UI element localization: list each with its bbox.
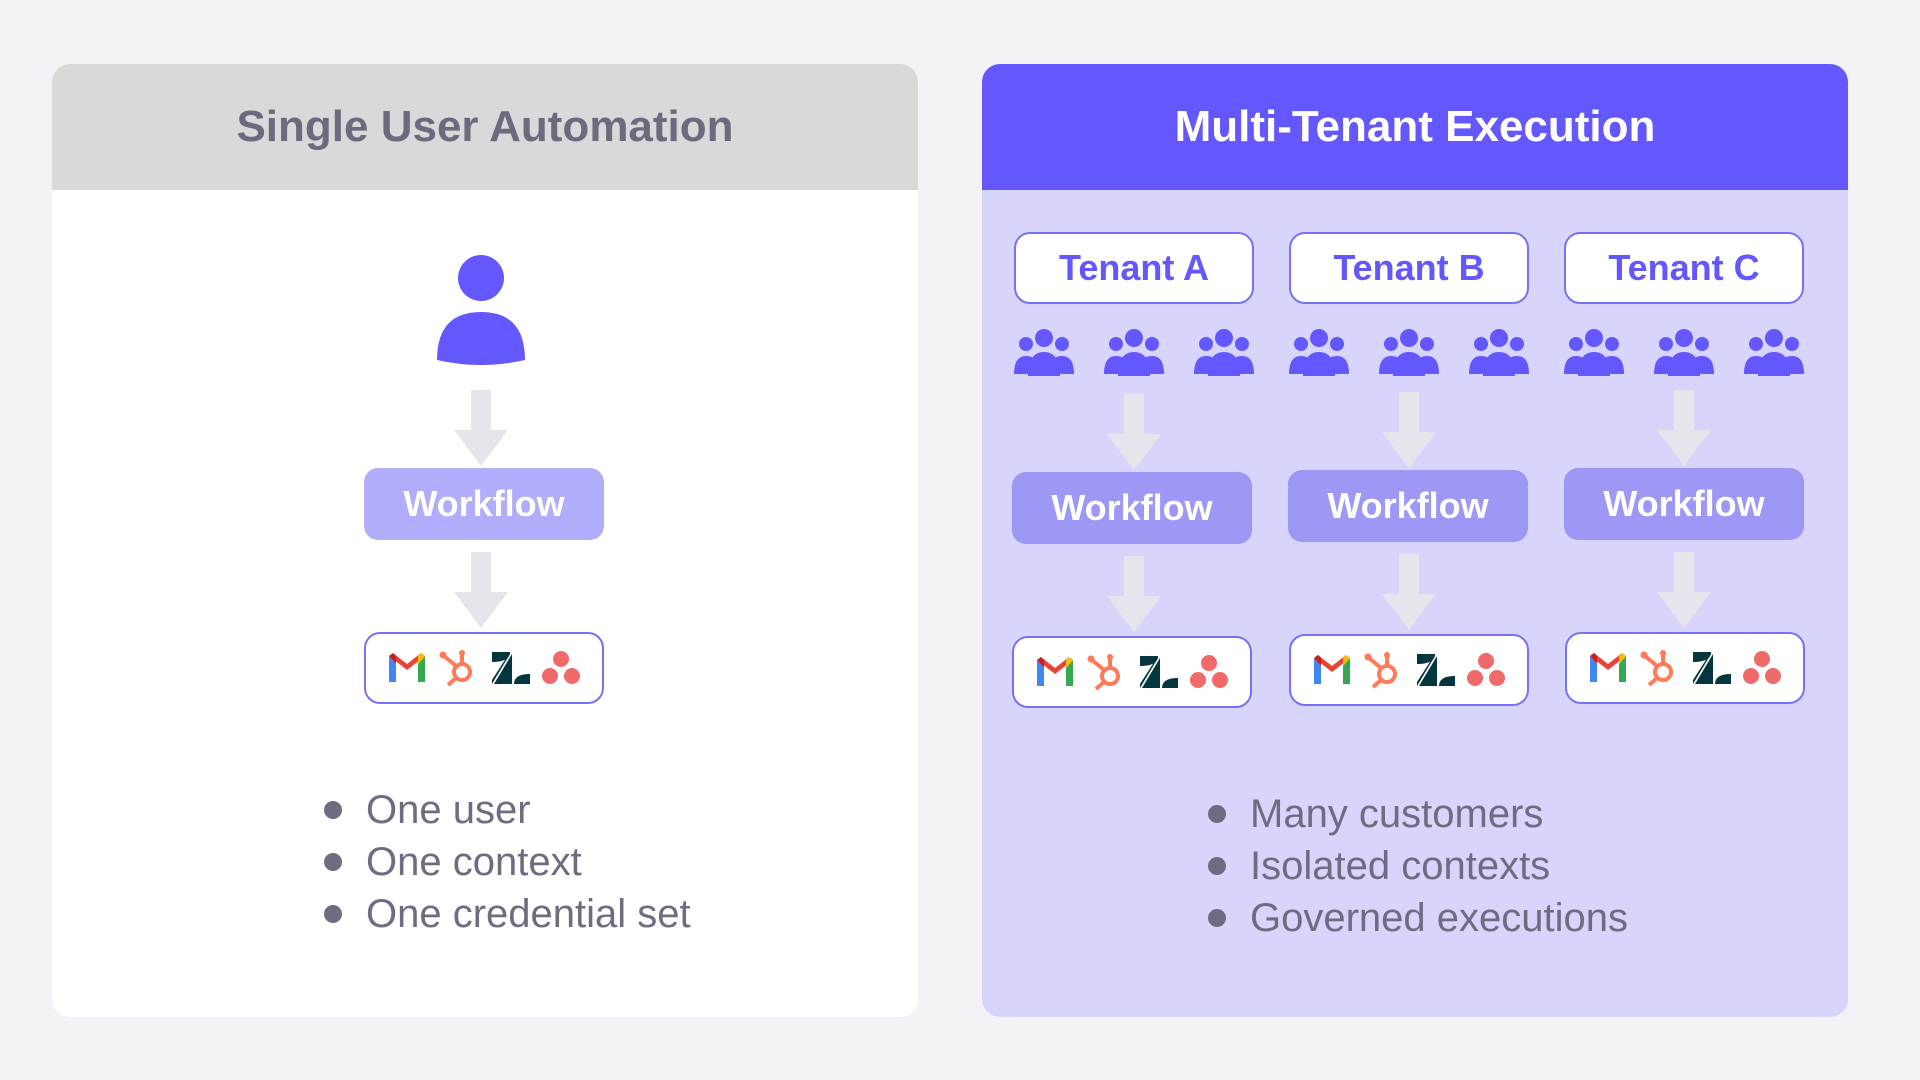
tenant-c-workflow: Workflow xyxy=(1564,468,1804,540)
user-group-icon xyxy=(1469,326,1529,382)
tenant-b-workflow: Workflow xyxy=(1288,470,1528,542)
tenant-a-integrations xyxy=(1012,636,1252,708)
zendesk-icon xyxy=(1689,648,1733,688)
tenant-b-users xyxy=(1289,326,1529,386)
tenant-a-workflow: Workflow xyxy=(1012,472,1252,544)
panel-title: Single User Automation xyxy=(52,64,918,190)
bullet-dot xyxy=(324,853,342,871)
tenant-b-box: Tenant B xyxy=(1289,232,1529,304)
arrow-down-icon xyxy=(1657,390,1711,466)
zendesk-icon xyxy=(488,648,532,688)
user-group-icon xyxy=(1289,326,1349,382)
tenant-c-users xyxy=(1564,326,1804,386)
bullet-list: Many customers Isolated contexts Governe… xyxy=(1208,788,1628,944)
user-group-icon xyxy=(1744,326,1804,382)
panel-title: Multi-Tenant Execution xyxy=(982,64,1848,190)
gmail-icon xyxy=(1310,650,1354,690)
user-group-icon xyxy=(1194,326,1254,382)
arrow-down-icon xyxy=(1382,554,1436,630)
arrow-down-icon xyxy=(1657,552,1711,628)
user-group-icon xyxy=(1379,326,1439,382)
asana-icon xyxy=(1464,650,1508,690)
asana-icon xyxy=(539,648,583,688)
gmail-icon xyxy=(1586,648,1630,688)
bullet-dot xyxy=(1208,805,1226,823)
hubspot-icon xyxy=(1361,650,1405,690)
bullet-dot xyxy=(324,801,342,819)
gmail-icon xyxy=(1033,652,1077,692)
arrow-down-icon xyxy=(454,390,508,466)
hubspot-icon xyxy=(436,648,480,688)
bullet-dot xyxy=(1208,857,1226,875)
user-group-icon xyxy=(1564,326,1624,382)
arrow-down-icon xyxy=(1107,394,1161,470)
list-item: One context xyxy=(324,836,691,888)
multi-tenant-panel: Multi-Tenant Execution Tenant A Workflow… xyxy=(982,64,1848,1017)
arrow-down-icon xyxy=(1382,392,1436,468)
asana-icon xyxy=(1740,648,1784,688)
tenant-b-integrations xyxy=(1289,634,1529,706)
bullet-dot xyxy=(324,905,342,923)
tenant-a-users xyxy=(1014,326,1254,386)
zendesk-icon xyxy=(1413,650,1457,690)
bullet-list: One user One context One credential set xyxy=(324,784,691,940)
arrow-down-icon xyxy=(454,552,508,628)
list-item: Governed executions xyxy=(1208,892,1628,944)
integrations-box xyxy=(364,632,604,704)
tenant-c-integrations xyxy=(1565,632,1805,704)
list-item: One credential set xyxy=(324,888,691,940)
hubspot-icon xyxy=(1637,648,1681,688)
gmail-icon xyxy=(385,648,429,688)
list-item: One user xyxy=(324,784,691,836)
tenant-a-box: Tenant A xyxy=(1014,232,1254,304)
single-user-panel: Single User Automation Workflow One user… xyxy=(52,64,918,1017)
list-item: Isolated contexts xyxy=(1208,840,1628,892)
arrow-down-icon xyxy=(1107,556,1161,632)
bullet-dot xyxy=(1208,909,1226,927)
user-icon xyxy=(437,255,525,365)
user-group-icon xyxy=(1104,326,1164,382)
list-item: Many customers xyxy=(1208,788,1628,840)
user-group-icon xyxy=(1654,326,1714,382)
zendesk-icon xyxy=(1136,652,1180,692)
tenant-c-box: Tenant C xyxy=(1564,232,1804,304)
user-group-icon xyxy=(1014,326,1074,382)
workflow-node: Workflow xyxy=(364,468,604,540)
asana-icon xyxy=(1187,652,1231,692)
hubspot-icon xyxy=(1084,652,1128,692)
